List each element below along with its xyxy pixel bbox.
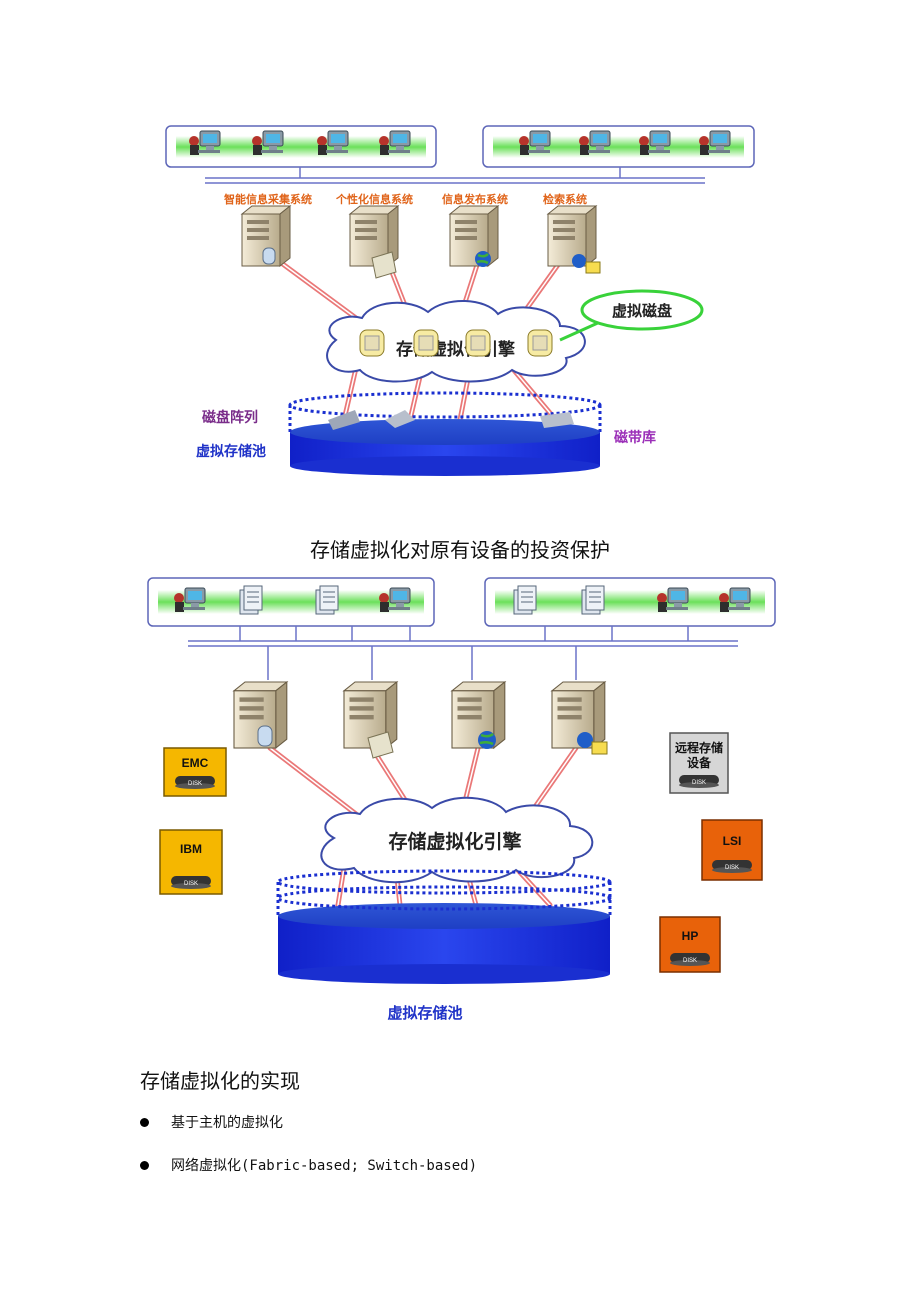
client-group-left (165, 125, 437, 168)
list-item: 网络虚拟化(Fabric-based; Switch-based) (140, 1155, 477, 1175)
svg-text:个性化信息系统: 个性化信息系统 (335, 192, 413, 206)
virtual-disk-callout: 虚拟磁盘 (559, 289, 704, 342)
vendor-storage-emc: EMC DISK (163, 747, 227, 797)
network-bus (188, 626, 738, 680)
svg-text:DISK: DISK (692, 780, 706, 786)
section-heading: 存储虚拟化的实现 (140, 1069, 300, 1093)
vendor-storage-hp: HP DISK (659, 916, 721, 973)
tape-library-label: 磁带库 (614, 429, 656, 445)
svg-text:检索系统: 检索系统 (543, 192, 587, 206)
server-icon (551, 681, 608, 755)
pool-label: 虚拟存储池 (387, 1004, 462, 1022)
client-group-left (147, 577, 435, 627)
svg-text:智能信息采集系统: 智能信息采集系统 (224, 192, 312, 206)
svg-text:EMC: EMC (182, 756, 209, 770)
svg-text:虚拟磁盘: 虚拟磁盘 (612, 302, 672, 320)
svg-text:DISK: DISK (725, 865, 739, 871)
server-icon (349, 205, 399, 279)
storage-virtualization-diagram-2: 存储虚拟化引擎 虚拟存储池 EMC DISK IBM DISK 远程存储 设备 … (147, 577, 776, 1022)
svg-text:远程存储: 远程存储 (675, 740, 723, 755)
virtual-disk-icon (527, 329, 553, 357)
server-icon (449, 205, 499, 267)
svg-text:HP: HP (682, 929, 699, 943)
vendor-storage-ibm: IBM DISK (159, 829, 223, 895)
virtualization-engine-cloud: 存储虚拟化引擎 (326, 300, 586, 383)
server-icon (343, 681, 398, 759)
vendor-storage-lsi: LSI DISK (701, 819, 763, 881)
client-group-right (484, 577, 776, 627)
virtual-storage-pool (276, 869, 612, 984)
svg-text:IBM: IBM (180, 842, 202, 856)
virtual-storage-pool (288, 391, 602, 476)
list-item-text: 基于主机的虚拟化 (171, 1115, 283, 1131)
bullet-icon (140, 1160, 149, 1170)
vendor-storage-remote: 远程存储 设备 DISK (669, 732, 729, 794)
figure-caption: 存储虚拟化对原有设备的投资保护 (310, 538, 610, 562)
bullet-icon (140, 1117, 149, 1127)
svg-text:设备: 设备 (687, 755, 712, 770)
client-group-right (482, 125, 755, 168)
virtual-disk-icon (413, 329, 439, 357)
virtualization-engine-cloud: 存储虚拟化引擎 (320, 796, 594, 884)
storage-virtualization-diagram-1: 智能信息采集系统 个性化信息系统 信息发布系统 检索系统 (165, 125, 755, 476)
system-labels: 智能信息采集系统 个性化信息系统 信息发布系统 检索系统 (224, 192, 587, 206)
svg-text:DISK: DISK (188, 781, 202, 787)
server-icon (547, 205, 601, 274)
svg-text:存储虚拟化引擎: 存储虚拟化引擎 (388, 830, 521, 853)
server-icon (451, 681, 506, 749)
pool-label: 虚拟存储池 (196, 443, 266, 459)
list-item-text: 网络虚拟化(Fabric-based; Switch-based) (171, 1158, 478, 1174)
svg-text:DISK: DISK (184, 881, 198, 887)
server-icon (233, 681, 288, 749)
server-icon (241, 205, 291, 267)
svg-text:LSI: LSI (723, 834, 742, 848)
virtual-disk-icon (359, 329, 385, 357)
network-bus (205, 167, 705, 184)
svg-text:信息发布系统: 信息发布系统 (442, 192, 508, 206)
disk-array-label: 磁盘阵列 (202, 409, 258, 425)
list-item: 基于主机的虚拟化 (140, 1112, 283, 1132)
virtual-disk-icon (465, 329, 491, 357)
svg-text:DISK: DISK (683, 958, 697, 964)
